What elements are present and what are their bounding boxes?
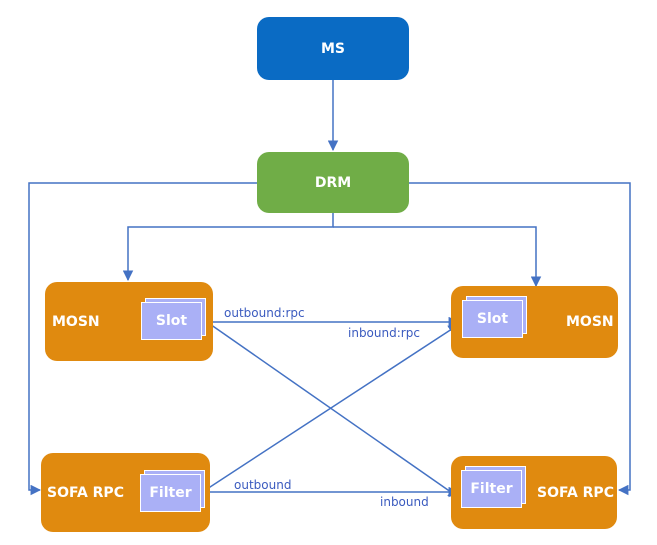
edge-filter-left-to-slot-right [206,324,459,490]
edge-label-inbound: inbound [380,495,429,509]
sofa-rpc-right-filter-label: Filter [461,470,522,508]
sofa-rpc-right-label: SOFA RPC [537,484,614,501]
sofa-rpc-right-node: Filter SOFA RPC [451,456,617,529]
edge-label-outbound: outbound [234,478,292,492]
mosn-right-slot-label: Slot [462,300,523,338]
sofa-rpc-left-filter: Filter [140,470,205,512]
sofa-rpc-right-filter: Filter [461,466,526,508]
mosn-right-node: Slot MOSN [451,286,618,358]
drm-node: DRM [257,152,409,213]
drm-label: DRM [314,174,352,191]
edge-drm-to-sofa-left [28,182,257,496]
sofa-rpc-left-label: SOFA RPC [47,484,124,501]
mosn-left-slot: Slot [141,298,206,340]
mosn-right-slot: Slot [462,296,527,338]
mosn-left-label: MOSN [52,313,100,330]
mosn-left-node: MOSN Slot [45,282,213,361]
ms-label: MS [320,40,345,57]
mosn-right-label: MOSN [566,314,614,330]
mosn-left-slot-label: Slot [141,302,202,340]
edge-drm-to-mosn-left [122,213,334,282]
ms-node: MS [257,17,409,80]
edge-drm-to-sofa-right [409,182,631,496]
edge-drm-to-mosn-right [333,226,542,288]
sofa-rpc-left-node: SOFA RPC Filter [41,453,210,532]
sofa-rpc-left-filter-label: Filter [140,474,201,512]
edge-label-inbound-rpc: inbound:rpc [348,326,420,340]
edge-label-outbound-rpc: outbound:rpc [224,306,305,320]
edge-slot-left-to-filter-right [206,321,459,498]
